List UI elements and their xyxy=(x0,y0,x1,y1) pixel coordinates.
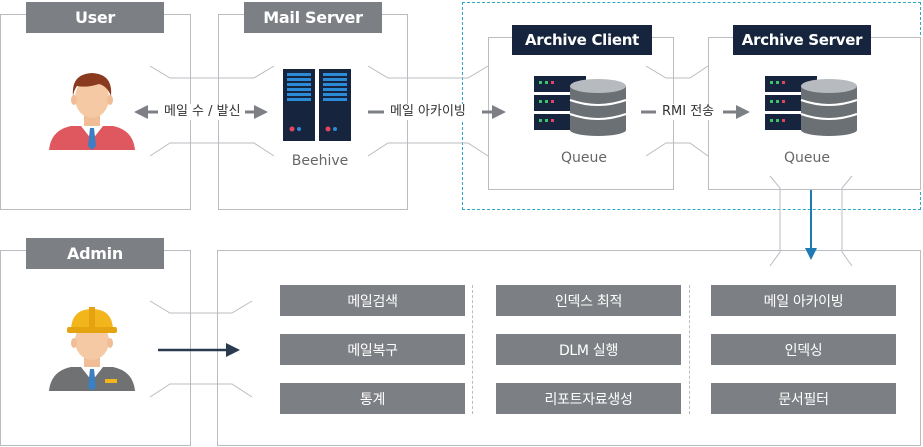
function-statistics[interactable]: 통계 xyxy=(280,383,465,414)
archive-client-title: Archive Client xyxy=(512,25,652,55)
archive-client-queue-label: Queue xyxy=(561,150,607,166)
archive-client-database-icon xyxy=(534,76,627,136)
function-report-generate[interactable]: 리포트자료생성 xyxy=(496,383,681,414)
user-person-icon xyxy=(49,73,135,150)
function-mail-archiving[interactable]: 메일 아카이빙 xyxy=(711,285,896,316)
mail-server-title: Mail Server xyxy=(244,2,382,33)
archive-server-queue-label: Queue xyxy=(784,150,830,166)
function-mail-search[interactable]: 메일검색 xyxy=(280,285,465,316)
admin-title: Admin xyxy=(26,238,164,269)
archive-server-database-icon xyxy=(765,76,858,136)
function-dlm-run[interactable]: DLM 실행 xyxy=(496,334,681,365)
admin-worker-icon xyxy=(49,307,135,391)
column-divider-2 xyxy=(689,285,690,414)
archive-server-title: Archive Server xyxy=(733,25,871,55)
user-title: User xyxy=(26,2,164,33)
mail-archiving-arrow-label: 메일 아카이빙 xyxy=(386,104,470,120)
rmi-transfer-label: RMI 전송 xyxy=(658,104,719,120)
send-receive-label: 메일 수 / 발신 xyxy=(160,104,245,120)
function-document-filter[interactable]: 문서필터 xyxy=(711,383,896,414)
function-mail-restore[interactable]: 메일복구 xyxy=(280,334,465,365)
function-index-optimize[interactable]: 인덱스 최적 xyxy=(496,285,681,316)
column-divider-1 xyxy=(472,285,473,414)
user-panel xyxy=(0,14,191,210)
beehive-server-icon xyxy=(283,69,351,141)
beehive-label: Beehive xyxy=(291,153,349,169)
function-indexing[interactable]: 인덱싱 xyxy=(711,334,896,365)
